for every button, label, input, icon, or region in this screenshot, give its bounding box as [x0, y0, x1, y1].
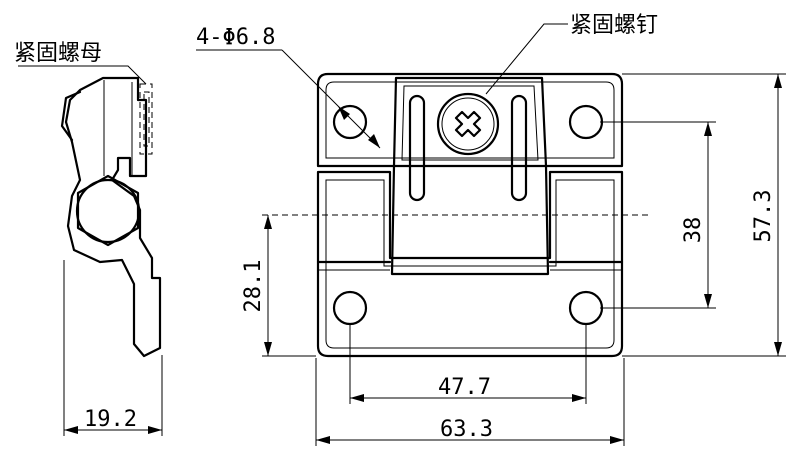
front-view [196, 23, 786, 446]
screw-label: 紧固螺钉 [570, 13, 658, 38]
dim-hole-pitch-h: 47.7 [438, 375, 491, 400]
hole-spec-label: 4-Φ6.8 [196, 25, 275, 50]
side-view [18, 65, 163, 436]
side-view-leaf-outline [64, 76, 162, 358]
hex-nut [76, 174, 140, 247]
top-leaf [316, 72, 624, 168]
cross-recess-icon [454, 110, 482, 138]
arrow [610, 436, 624, 444]
hidden-nut-inner [143, 91, 150, 147]
screw-leader-line [485, 23, 568, 95]
top-leaf-inner [325, 81, 615, 159]
arrow [338, 106, 350, 120]
arrow [316, 436, 330, 444]
side-view-screw-head [60, 90, 82, 142]
arrow [148, 426, 162, 434]
arrow [774, 74, 782, 88]
arrow [350, 394, 364, 402]
fastening-screw-inner [441, 97, 495, 151]
nut-leader-line [18, 65, 147, 85]
top-leaf-center [390, 76, 550, 276]
arrow [704, 122, 712, 136]
bottom-leaf [316, 170, 624, 358]
dim-axis-height: 28.1 [241, 260, 266, 313]
slot-right [510, 94, 528, 202]
arrow [264, 215, 272, 229]
top-leaf-center-inner [401, 85, 539, 161]
mount-hole [332, 104, 368, 140]
dim-side-width: 19.2 [84, 407, 137, 432]
arrow [368, 134, 380, 148]
fastening-screw [436, 92, 500, 156]
mount-hole [332, 290, 368, 326]
dim-overall-height: 57.3 [751, 190, 776, 243]
arrow [572, 394, 586, 402]
bottom-leaf-inner [325, 179, 615, 349]
arrow [704, 294, 712, 308]
slot-left [408, 94, 426, 202]
arrow [774, 342, 782, 356]
hinge-pin-circle [75, 178, 141, 244]
mount-hole [568, 290, 604, 326]
arrow [64, 426, 78, 434]
nut-label: 紧固螺母 [14, 41, 102, 66]
arrow [264, 342, 272, 356]
mount-hole [568, 104, 604, 140]
dim-hole-pitch-v: 38 [681, 217, 706, 244]
dim-overall-width: 63.3 [440, 417, 493, 442]
hole-leader-line [281, 49, 381, 149]
